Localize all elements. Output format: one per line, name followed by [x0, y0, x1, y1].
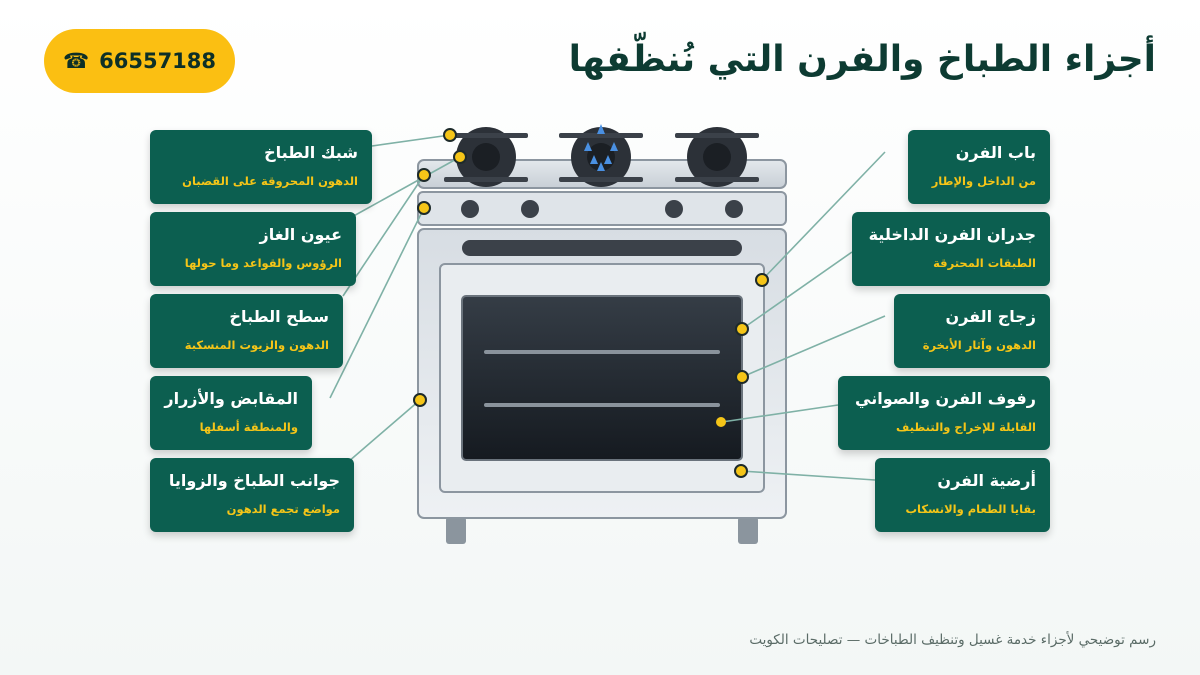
phone-icon: ☎ [62, 49, 90, 73]
leader-line [371, 134, 451, 147]
oven-rack [484, 350, 720, 354]
footer-caption: رسم توضيحي لأجزاء خدمة غسيل وتنظيف الطبا… [749, 632, 1156, 648]
label-title: سطح الطباخ [229, 307, 329, 326]
label-oven-floor: أرضية الفرن بقايا الطعام والانسكاب [875, 458, 1050, 532]
marker-dot [413, 393, 427, 407]
phone-button[interactable]: ☎ 66557188 [44, 29, 235, 93]
burner-center [559, 127, 643, 187]
oven-handle [462, 240, 742, 256]
marker-dot [735, 370, 749, 384]
label-title: جوانب الطباخ والزوايا [168, 471, 340, 490]
label-knobs-buttons: المقابض والأزرار والمنطقة أسفلها [150, 376, 312, 450]
gas-flame-icon [584, 124, 618, 171]
leader-line [329, 207, 425, 399]
leader-line [721, 404, 839, 423]
marker-dot [453, 150, 467, 164]
leader-line [761, 151, 886, 281]
phone-number: 66557188 [99, 49, 217, 73]
label-title: أرضية الفرن [937, 471, 1036, 490]
leader-line [342, 174, 425, 297]
leader-line [347, 399, 421, 463]
leader-line [741, 315, 886, 378]
label-subtitle: الدهون والزيوت المنسكبة [184, 338, 329, 352]
oven-rack [484, 403, 720, 407]
leader-line [741, 251, 853, 330]
label-subtitle: الطبقات المحترقة [933, 256, 1036, 270]
marker-dot [735, 322, 749, 336]
control-knob [521, 200, 539, 218]
label-subtitle: الرؤوس والقواعد وما حولها [184, 256, 342, 270]
label-title: المقابض والأزرار [164, 389, 298, 408]
marker-dot [417, 168, 431, 182]
label-stove-sides: جوانب الطباخ والزوايا مواضع تجمع الدهون [150, 458, 354, 532]
leader-line [349, 156, 461, 219]
stove-foot-right [738, 517, 758, 544]
label-subtitle: والمنطقة أسفلها [199, 420, 298, 434]
label-subtitle: الدهون وآثار الأبخرة [922, 338, 1036, 352]
oven-glass [461, 295, 743, 461]
label-subtitle: القابلة للإخراج والتنظيف [896, 420, 1036, 434]
label-oven-walls: جدران الفرن الداخلية الطبقات المحترقة [852, 212, 1050, 286]
label-oven-glass: زجاج الفرن الدهون وآثار الأبخرة [894, 294, 1050, 368]
marker-dot [443, 128, 457, 142]
label-stove-grates: شبك الطباخ الدهون المحروقة على القضبان [150, 130, 372, 204]
label-title: رفوف الفرن والصواني [855, 389, 1036, 408]
burner-left [444, 127, 528, 187]
label-stove-surface: سطح الطباخ الدهون والزيوت المنسكبة [150, 294, 343, 368]
label-subtitle: الدهون المحروقة على القضبان [182, 174, 358, 188]
burner-right [675, 127, 759, 187]
marker-dot [734, 464, 748, 478]
marker-dot [716, 417, 726, 427]
control-knob [725, 200, 743, 218]
label-title: شبك الطباخ [264, 143, 358, 162]
control-knob [665, 200, 683, 218]
label-title: زجاج الفرن [945, 307, 1036, 326]
marker-dot [755, 273, 769, 287]
control-knob [461, 200, 479, 218]
label-subtitle: مواضع تجمع الدهون [226, 502, 340, 516]
stove-foot-left [446, 517, 466, 544]
label-oven-racks: رفوف الفرن والصواني القابلة للإخراج والت… [838, 376, 1050, 450]
leader-line [740, 470, 876, 481]
label-subtitle: من الداخل والإطار [931, 174, 1036, 188]
label-title: عيون الغاز [259, 225, 342, 244]
label-oven-door: باب الفرن من الداخل والإطار [908, 130, 1050, 204]
label-gas-burners: عيون الغاز الرؤوس والقواعد وما حولها [150, 212, 356, 286]
marker-dot [417, 201, 431, 215]
label-title: جدران الفرن الداخلية [868, 225, 1036, 244]
page-title: أجزاء الطباخ والفرن التي نُنظّفها [568, 39, 1156, 80]
label-subtitle: بقايا الطعام والانسكاب [905, 502, 1037, 516]
label-title: باب الفرن [955, 143, 1036, 162]
